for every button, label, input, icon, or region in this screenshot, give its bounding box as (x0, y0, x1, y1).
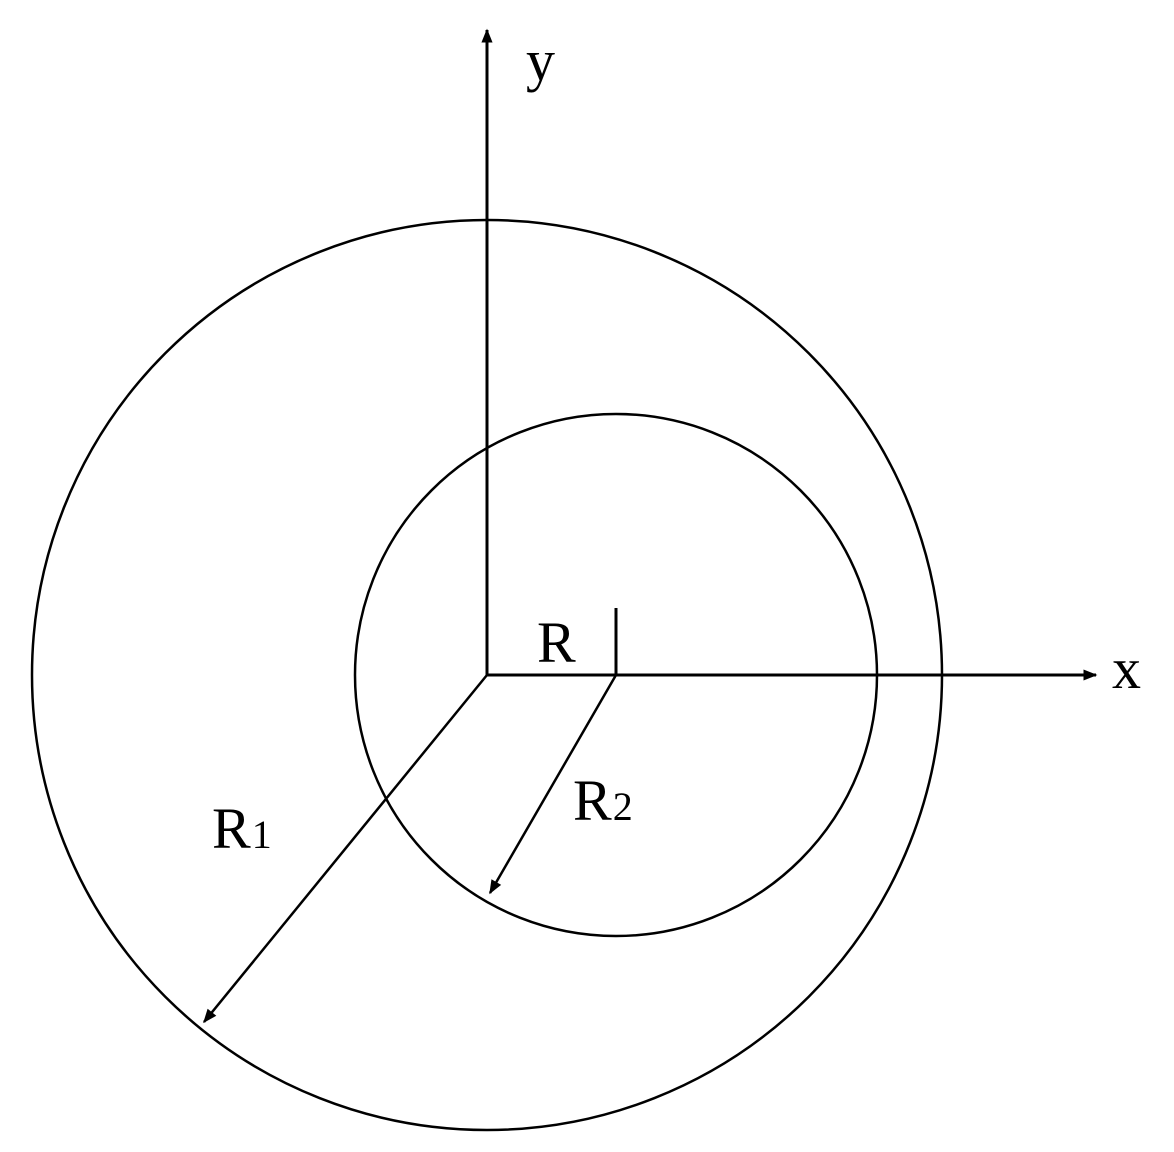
y-axis-label: y (526, 28, 555, 93)
outer-radius-arrow (203, 674, 488, 1024)
offset-label: R (537, 610, 576, 675)
outer-radius-label: R1 (212, 796, 272, 861)
inner-radius-label: R2 (573, 768, 633, 833)
outer-radius-label-base: R (212, 796, 251, 861)
inner-radius-label-base: R (573, 768, 612, 833)
inner-radius-arrow (488, 674, 618, 895)
outer-radius-label-subscript: 1 (252, 812, 272, 857)
inner-radius-label-subscript: 2 (613, 784, 633, 829)
x-axis-label: x (1112, 636, 1141, 701)
